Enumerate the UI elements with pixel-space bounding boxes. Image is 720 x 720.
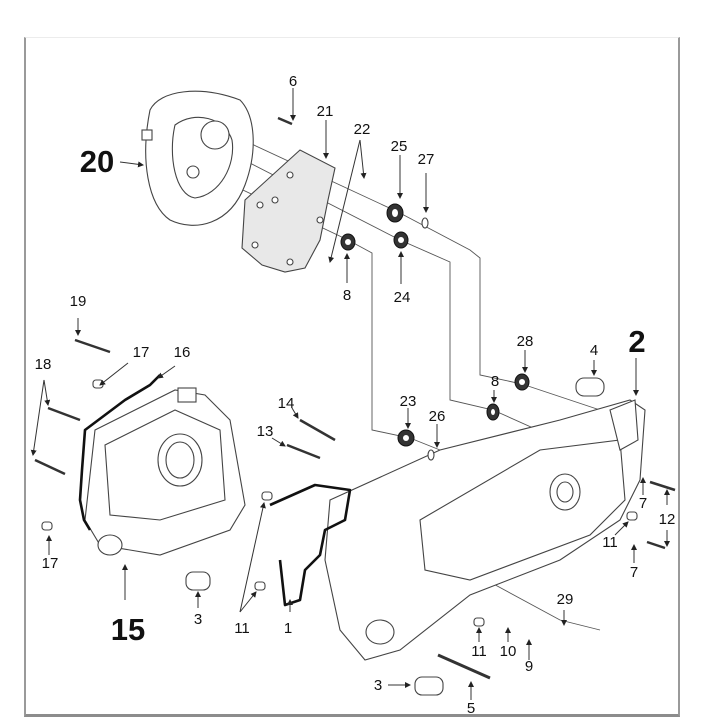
callout-12: 12 xyxy=(659,511,676,528)
callout-27: 27 xyxy=(418,151,435,168)
callout-26: 26 xyxy=(429,408,446,425)
right-cover-part xyxy=(141,90,254,226)
callout-3a: 3 xyxy=(194,611,202,628)
callout-10: 10 xyxy=(500,643,517,660)
callout-22: 22 xyxy=(354,121,371,138)
callout-11a: 11 xyxy=(602,534,618,551)
callout-15: 15 xyxy=(111,612,145,647)
callout-17a: 17 xyxy=(133,344,150,361)
callout-24: 24 xyxy=(394,289,411,306)
callout-2: 2 xyxy=(628,324,645,359)
callout-3b: 3 xyxy=(374,677,382,694)
callout-7a: 7 xyxy=(639,495,647,512)
callout-9: 9 xyxy=(525,658,533,675)
right-crankcase-gasket xyxy=(78,374,161,531)
callout-8a: 8 xyxy=(343,287,351,304)
callout-17b: 17 xyxy=(42,555,59,572)
callout-13: 13 xyxy=(257,423,274,440)
callout-16: 16 xyxy=(174,344,191,361)
callout-28: 28 xyxy=(517,333,534,350)
callout-labels: 20 2 15 6 21 22 25 27 8 24 19 17 16 18 2… xyxy=(35,73,676,717)
callout-7b: 7 xyxy=(630,564,638,581)
callout-19: 19 xyxy=(70,293,87,310)
callout-29: 29 xyxy=(557,591,574,608)
callout-11b: 11 xyxy=(234,620,250,637)
callout-21: 21 xyxy=(317,103,334,120)
bearings xyxy=(340,203,530,461)
callout-8b: 8 xyxy=(491,373,499,390)
callout-5: 5 xyxy=(467,700,475,717)
callout-6: 6 xyxy=(289,73,297,90)
callout-4: 4 xyxy=(590,342,598,359)
callout-18: 18 xyxy=(35,356,52,373)
callout-11c: 11 xyxy=(471,643,487,660)
callout-14: 14 xyxy=(278,395,295,412)
callout-1: 1 xyxy=(284,620,292,637)
callout-23: 23 xyxy=(400,393,417,410)
callout-20: 20 xyxy=(80,144,114,179)
cover-gasket-part xyxy=(241,149,336,273)
left-crankcase-part xyxy=(324,399,646,661)
leader-lines xyxy=(30,88,670,700)
callout-25: 25 xyxy=(391,138,408,155)
right-crankcase-part xyxy=(84,387,246,556)
